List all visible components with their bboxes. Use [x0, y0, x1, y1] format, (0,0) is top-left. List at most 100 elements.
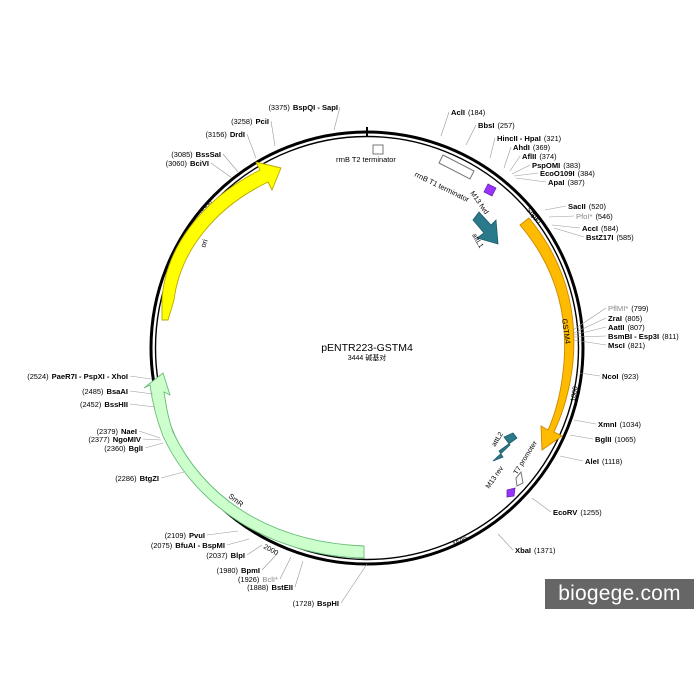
site-name: XbaI [515, 546, 531, 555]
site-position: (384) [578, 169, 595, 178]
site-name: BciVI [190, 159, 209, 168]
site-leader [160, 471, 185, 479]
site-bglii: BglII(1065) [569, 434, 636, 444]
ori-label: ori [198, 238, 209, 249]
site-leader [548, 215, 575, 218]
site-bsshii: BssHII(2452) [80, 400, 156, 409]
m13-rev-feature [506, 487, 516, 498]
site-position: (184) [468, 108, 485, 117]
site-pvui: PvuI(2109) [165, 530, 239, 540]
site-leader [551, 224, 581, 229]
site-leader [573, 419, 597, 425]
site-leader [246, 544, 263, 556]
site-leader [553, 227, 585, 238]
gstm4-label: GSTM4 [560, 318, 572, 344]
site-ecorv: EcoRV(1255) [531, 497, 602, 517]
site-name: PfoI* [576, 212, 593, 221]
site-bgli: BglI (2360) [104, 442, 164, 453]
site-leader [509, 155, 521, 172]
site-leader [129, 403, 156, 408]
site-bsmbi-esp3i: BsmBI - Esp3I(811) [573, 332, 679, 341]
site-leader [573, 335, 607, 338]
site-name: BstEII [271, 583, 293, 592]
site-bspqi-sapi: BspQI - SapI(3375) [268, 103, 341, 131]
site-bpmi: BpmI(1980) [217, 552, 279, 575]
site-blpi: BlpI(2037) [206, 544, 263, 560]
site-bcli: BclI*(1926) [238, 556, 292, 584]
site-pflmi: PflMI*(799) [572, 304, 649, 331]
site-position: (1118) [602, 457, 622, 466]
site-ecoo109i: EcoO109I(384) [513, 169, 595, 178]
site-name: BspQI - SapI [293, 103, 338, 112]
attl2-feature [492, 432, 518, 462]
site-name: NaeI [121, 427, 137, 436]
site-position: (1888) [247, 583, 268, 592]
site-name: BstZ17I [586, 233, 613, 242]
backbone-inner-ring [154, 135, 580, 561]
site-bsaai: BsaAI(2485) [82, 387, 154, 396]
site-name: BtgZI [140, 474, 159, 483]
attl1-feature [472, 211, 499, 245]
site-name: NcoI [602, 372, 618, 381]
site-xbai: XbaI(1371) [497, 533, 555, 555]
site-position: (2360) [104, 444, 125, 453]
site-position: (1728) [293, 599, 314, 608]
site-name: BspHI [317, 599, 339, 608]
site-name: SacII [568, 202, 586, 211]
site-name: ApaI [548, 178, 564, 187]
site-name: BssHII [104, 400, 128, 409]
site-zrai: ZraI(805) [573, 314, 642, 334]
site-name: BpmI [241, 566, 260, 575]
site-leader [511, 164, 531, 175]
site-name: BssSaI [196, 150, 221, 159]
site-name: BfuAI - BspMI [175, 541, 225, 550]
gstm4-feature [519, 217, 575, 451]
site-name: BsaAI [106, 387, 128, 396]
site-position: (1926) [238, 575, 259, 584]
site-position: (1034) [620, 420, 641, 429]
site-position: (2109) [165, 531, 186, 540]
site-name: AclI [451, 108, 465, 117]
site-name: EcoRV [553, 508, 578, 517]
site-position: (2286) [115, 474, 136, 483]
site-leader [294, 560, 304, 588]
site-position: (2452) [80, 400, 101, 409]
site-position: (585) [616, 233, 633, 242]
site-bsteii: BstEII(1888) [247, 560, 304, 592]
feature-labels: rrnB T2 terminator rrnB T1 terminator M1… [198, 155, 572, 509]
site-leader [559, 455, 584, 462]
site-position: (821) [628, 341, 645, 350]
smr-feature [143, 372, 365, 559]
site-position: (520) [589, 202, 606, 211]
site-name: AflII [522, 152, 536, 161]
site-position: (2524) [27, 372, 48, 381]
site-btgzi: BtgZI (2286) [115, 471, 185, 483]
site-ncoi: NcoI(923) [579, 372, 639, 381]
site-leader [138, 430, 161, 439]
site-name: AhdI [513, 143, 530, 152]
site-position: (807) [627, 323, 644, 332]
site-leader [572, 307, 607, 331]
site-name: BglI [129, 444, 143, 453]
site-pspomi: PspOMI(383) [511, 161, 581, 175]
site-leader [340, 563, 368, 604]
site-name: AatII [608, 323, 624, 332]
site-leader [261, 552, 279, 571]
tick-1500: 1500 [452, 536, 469, 549]
site-pfoi: PfoI*(546) [548, 212, 613, 221]
site-bstz17i: BstZ17I(585) [553, 227, 634, 242]
site-bfuai-bspmi: BfuAI - BspMI(2075) [151, 538, 250, 550]
site-leader [573, 317, 607, 334]
site-position: (923) [621, 372, 638, 381]
site-position: (1255) [580, 508, 601, 517]
site-leader [226, 538, 250, 546]
site-leader [569, 434, 594, 440]
site-position: (2377) [88, 435, 109, 444]
site-leader [129, 390, 154, 395]
site-leader [279, 556, 292, 580]
site-position: (799) [631, 304, 648, 313]
site-name: MscI [608, 341, 625, 350]
site-name: PflMI* [608, 304, 628, 313]
site-position: (3156) [205, 130, 226, 139]
